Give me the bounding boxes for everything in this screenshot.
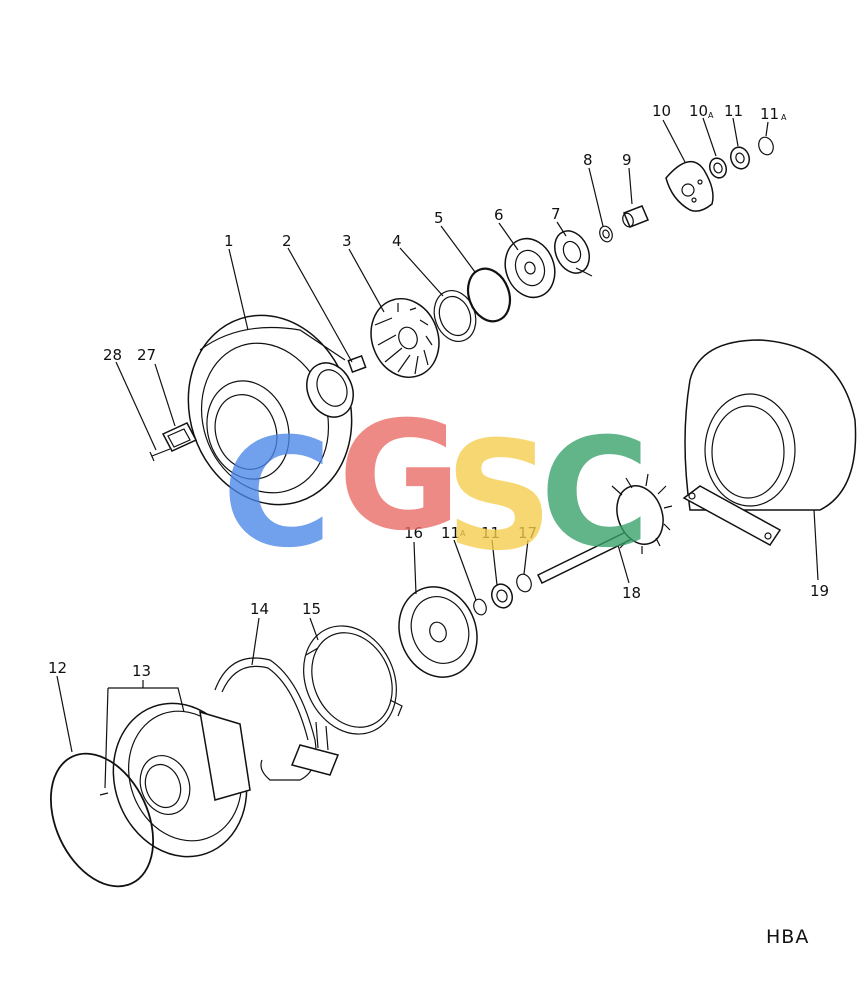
watermark-letter-c1: C <box>222 407 332 581</box>
label-part-14: 14 <box>250 600 269 618</box>
label-part-10: 10 <box>652 102 671 120</box>
part-8-ring <box>599 225 613 243</box>
part-9-sleeve <box>622 205 649 228</box>
part-10a-bearing <box>708 157 728 179</box>
label-part-10a-suffix: A <box>708 111 714 120</box>
part-6-insert <box>504 237 556 299</box>
label-part-28: 28 <box>103 346 122 364</box>
label-part-11-lower: 11 <box>481 524 500 542</box>
label-part-27: 27 <box>137 346 156 364</box>
part-15-v-band-clamp <box>303 625 403 735</box>
label-part-13: 13 <box>132 662 151 680</box>
label-part-9: 9 <box>622 151 632 169</box>
watermark-letter-s: S <box>445 410 553 584</box>
part-11-lower-bearing <box>490 583 514 609</box>
label-part-3: 3 <box>342 232 352 250</box>
label-part-1: 1 <box>224 232 234 250</box>
label-part-18: 18 <box>622 584 641 602</box>
label-part-17: 17 <box>518 524 537 542</box>
label-part-10a: 10 <box>689 102 708 120</box>
part-12-gasket <box>49 752 155 888</box>
label-part-11a-lower-suffix: A <box>460 529 466 538</box>
label-part-7: 7 <box>551 205 561 223</box>
part-7-oil-deflector <box>554 230 593 277</box>
label-part-11a: 11 <box>760 105 779 123</box>
cgsc-watermark: C G S C <box>222 390 650 584</box>
label-part-11a-lower: 11 <box>441 524 460 542</box>
part-14-clamp <box>214 657 340 781</box>
label-part-5: 5 <box>434 209 444 227</box>
part-11a-lower-retaining-ring <box>473 598 487 616</box>
label-part-15: 15 <box>302 600 321 618</box>
part-28-screw <box>149 448 171 462</box>
part-13-center-housing <box>99 702 251 858</box>
label-part-19: 19 <box>810 582 829 600</box>
label-part-6: 6 <box>494 206 504 224</box>
part-3-compressor-wheel <box>370 298 440 378</box>
leader-lines <box>56 117 819 789</box>
label-part-16: 16 <box>404 524 423 542</box>
watermark-letter-g: G <box>338 390 461 564</box>
label-part-4: 4 <box>392 232 402 250</box>
part-11-bearing <box>729 146 751 170</box>
part-16-seal-plate <box>398 586 478 678</box>
part-10-thrust-plate <box>665 161 714 212</box>
part-18-turbine-shaft <box>536 473 673 585</box>
part-27-gasket <box>161 422 198 452</box>
label-part-12: 12 <box>48 659 67 677</box>
part-1-compressor-housing <box>187 314 354 506</box>
drawing-code: HBA <box>766 926 810 948</box>
part-17-ring <box>516 573 532 593</box>
part-2-nut <box>347 355 367 373</box>
label-part-2: 2 <box>282 232 292 250</box>
part-5-o-ring <box>466 267 512 323</box>
part-11a-retaining-ring <box>758 136 774 156</box>
label-part-11a-suffix: A <box>781 113 787 122</box>
label-part-11: 11 <box>724 102 743 120</box>
watermark-letter-c2: C <box>540 407 650 581</box>
label-part-8: 8 <box>583 151 593 169</box>
part-labels: 1 2 3 4 5 6 7 8 9 10 10 A 11 11 A 12 13 … <box>48 102 829 680</box>
part-19-turbine-housing <box>682 339 857 546</box>
